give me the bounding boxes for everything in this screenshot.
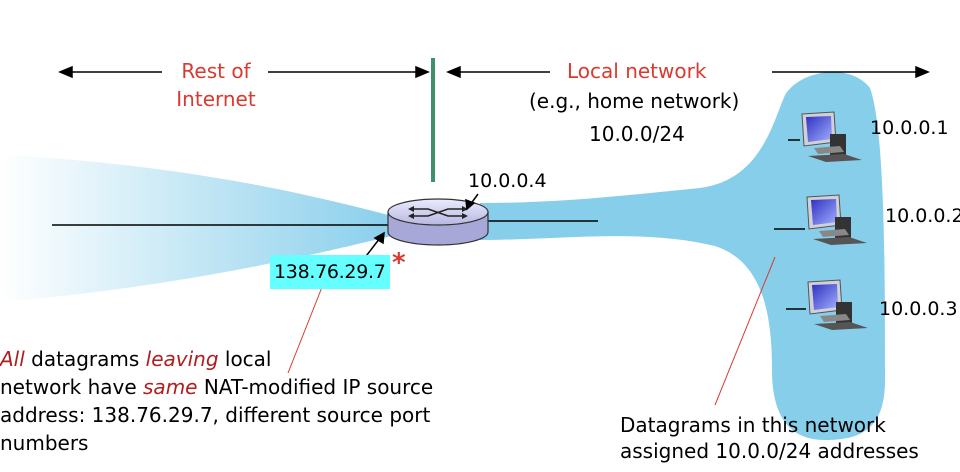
local-network-label: Local network: [567, 59, 707, 83]
right-annotation-pointer: [714, 256, 776, 406]
asterisk-marker: *: [392, 248, 406, 278]
local-network-example: (e.g., home network): [529, 89, 740, 113]
local-subnet-label: 10.0.0/24: [589, 122, 685, 146]
rest-of-internet-label-line2: Internet: [176, 87, 256, 111]
left-annotation-line4: numbers: [0, 431, 89, 455]
router-icon: [387, 198, 489, 246]
host-computer-icon-2: [806, 194, 867, 245]
host2-ip: 10.0.0.2: [885, 205, 960, 227]
host1-ip: 10.0.0.1: [870, 117, 949, 139]
local-network-arrows: [446, 65, 930, 79]
right-annotation-line1: Datagrams in this network: [620, 413, 886, 437]
internet-fan: [0, 155, 400, 302]
left-annotation-line2: network have same NAT-modified IP source: [0, 375, 434, 399]
host3-ip: 10.0.0.3: [879, 298, 958, 320]
local-network-region: [480, 71, 885, 440]
rest-of-internet-arrows: [58, 65, 430, 79]
host-link-stubs: [774, 139, 806, 310]
router-outside-ip: 138.76.29.7: [270, 255, 390, 289]
left-annotation-line1: All datagrams leaving local: [0, 347, 272, 371]
left-annotation-line3: address: 138.76.29.7, different source p…: [0, 403, 431, 427]
router-inside-ip: 10.0.0.4: [468, 170, 547, 192]
router-inside-pointer: [465, 193, 479, 211]
right-annotation-line2: assigned 10.0.0/24 addresses: [620, 439, 919, 463]
host-computer-icon-1: [801, 111, 862, 162]
host-computer-icon-3: [807, 279, 868, 330]
rest-of-internet-label-line1: Rest of: [181, 59, 251, 83]
